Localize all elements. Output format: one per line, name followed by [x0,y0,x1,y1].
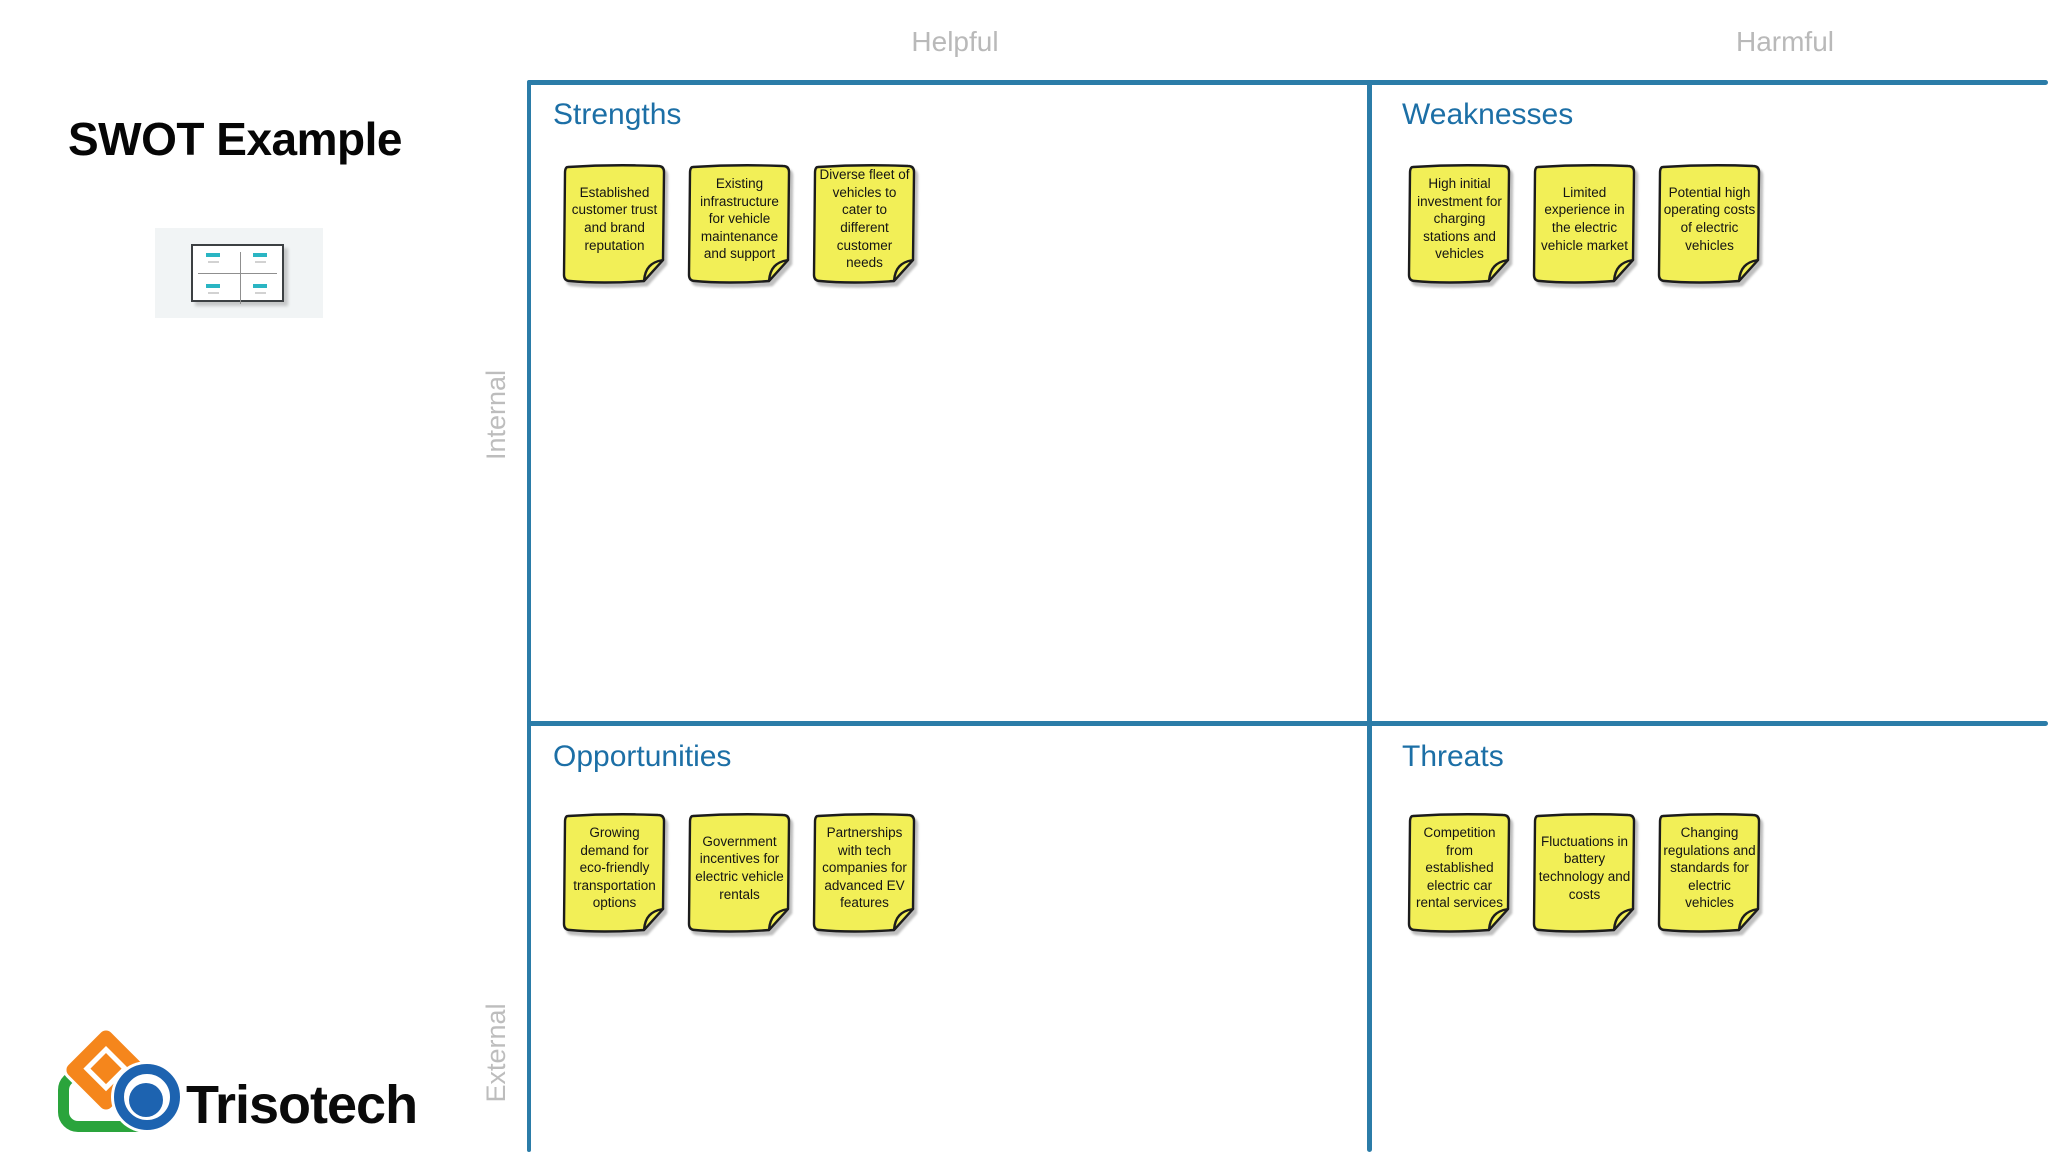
sticky-note-text: Growing demand for eco-friendly transpor… [573,825,656,911]
strengths-notes-row: Established customer trust and brand rep… [559,162,920,284]
axis-label-harmful: Harmful [1735,26,1834,57]
grid-border-top [527,80,2048,85]
trisotech-logo-icon [58,1027,182,1138]
quadrant-title-opportunities: Opportunities [553,740,732,773]
logo-blue-ring [114,1064,180,1130]
sticky-note[interactable]: Existing infrastructure for vehicle main… [684,162,795,284]
thumbnail-marker [253,284,267,288]
sticky-note[interactable]: Government incentives for electric vehic… [684,811,795,933]
opportunities-notes-row: Growing demand for eco-friendly transpor… [559,811,920,933]
axis-label-helpful: Helpful [911,26,999,57]
thumbnail-grid-icon [191,244,284,304]
sticky-note[interactable]: High initial investment for charging sta… [1404,162,1515,284]
sticky-note-text: Government incentives for electric vehic… [695,833,784,902]
sticky-note-text: Changing regulations and standards for e… [1663,825,1756,911]
sticky-note-text: Limited experience in the electric vehic… [1540,184,1629,253]
sticky-note-shape [562,164,666,284]
thumbnail-hline [198,273,277,274]
sticky-note[interactable]: Potential high operating costs of electr… [1654,162,1765,284]
sticky-note-shape [1657,813,1761,933]
sticky-note-text: Established customer trust and brand rep… [571,184,658,253]
sticky-note-text: Partnerships with tech companies for adv… [822,825,907,911]
quadrant-title-weaknesses: Weaknesses [1402,98,1574,131]
swot-grid-thumbnail[interactable] [155,228,323,318]
weaknesses-notes-row: High initial investment for charging sta… [1404,162,1765,284]
sticky-note-shape [687,813,791,933]
grid-divider-horizontal [527,721,2048,726]
threats-notes-row: Competition from established electric ca… [1404,811,1765,933]
thumbnail-text-stub [208,261,219,263]
sticky-note[interactable]: Limited experience in the electric vehic… [1529,162,1640,284]
thumbnail-marker [206,284,220,288]
sticky-note-text: Diverse fleet of vehicles to cater to di… [819,167,910,271]
thumbnail-text-stub [255,261,266,263]
sticky-note[interactable]: Partnerships with tech companies for adv… [809,811,920,933]
sticky-note-shape [812,164,916,284]
sticky-note-shape [1407,813,1511,933]
sticky-note[interactable]: Changing regulations and standards for e… [1654,811,1765,933]
sticky-note-text: Existing infrastructure for vehicle main… [700,176,779,262]
trisotech-wordmark: Trisotech [186,1075,418,1135]
sticky-note-shape [1657,164,1761,284]
thumbnail-text-stub [208,292,219,294]
sticky-note[interactable]: Competition from established electric ca… [1404,811,1515,933]
sticky-note-shape [687,164,791,284]
sticky-note-shape [1532,164,1636,284]
sticky-note-text: Competition from established electric ca… [1415,825,1504,911]
axis-label-internal: Internal [481,369,511,461]
page-title: SWOT Example [68,113,402,165]
trisotech-logo: Trisotech [58,1027,518,1148]
grid-border-left [527,80,531,1152]
sticky-note-shape [1407,164,1511,284]
thumbnail-vline [240,252,241,304]
thumbnail-text-stub [255,292,266,294]
sticky-note-shape [1532,813,1636,933]
grid-divider-vertical [1367,80,1372,1152]
thumbnail-marker [206,253,220,257]
sticky-note[interactable]: Fluctuations in battery technology and c… [1529,811,1640,933]
sticky-note-text: High initial investment for charging sta… [1417,176,1502,262]
sticky-note-text: Potential high operating costs of electr… [1663,184,1756,253]
sticky-note-text: Fluctuations in battery technology and c… [1538,833,1631,902]
sticky-note-shape [562,813,666,933]
quadrant-title-threats: Threats [1402,740,1504,773]
quadrant-title-strengths: Strengths [553,98,682,131]
logo-blue-dot [129,1083,163,1117]
sticky-note[interactable]: Growing demand for eco-friendly transpor… [559,811,670,933]
sticky-note-shape [812,813,916,933]
sticky-note[interactable]: Diverse fleet of vehicles to cater to di… [809,162,920,284]
thumbnail-marker [253,253,267,257]
sticky-note[interactable]: Established customer trust and brand rep… [559,162,670,284]
